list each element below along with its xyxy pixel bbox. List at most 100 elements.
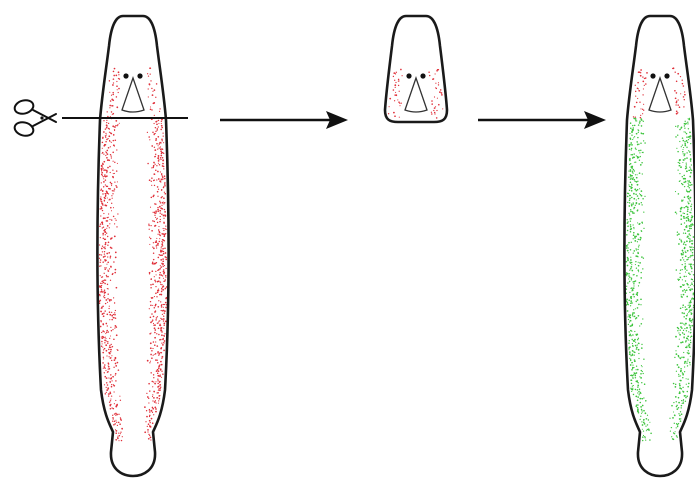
stain-dot xyxy=(683,159,685,161)
stain-dot xyxy=(634,162,635,163)
stain-dot xyxy=(115,120,117,122)
stain-dot xyxy=(106,387,107,388)
stain-dot xyxy=(106,157,108,159)
stain-dot xyxy=(102,148,103,149)
stain-dot xyxy=(680,323,681,324)
stain-dot xyxy=(640,72,641,73)
right-eye-icon xyxy=(137,73,142,78)
stain-dot xyxy=(115,357,117,359)
stain-dot xyxy=(628,347,630,349)
stain-dot xyxy=(160,219,161,220)
stain-dot xyxy=(691,164,692,165)
stain-dot xyxy=(637,404,639,406)
stain-dot xyxy=(99,266,100,267)
stain-dot xyxy=(637,210,639,212)
stain-dot xyxy=(163,235,165,237)
stain-dot xyxy=(120,432,121,433)
stain-dot xyxy=(120,433,121,434)
stain-dot xyxy=(678,99,679,100)
stain-dot xyxy=(675,72,676,73)
stain-dot xyxy=(103,349,104,350)
stain-dot xyxy=(684,261,685,262)
stain-dot xyxy=(116,430,118,432)
stain-dot xyxy=(161,274,163,276)
stain-dot xyxy=(151,197,153,199)
stain-dot xyxy=(161,358,162,359)
stain-dot xyxy=(163,228,164,229)
stain-dot xyxy=(165,252,167,254)
stain-dot xyxy=(150,316,152,318)
stain-dot xyxy=(677,112,678,113)
stain-dot xyxy=(118,92,119,93)
stain-dot xyxy=(637,292,639,294)
stain-dot xyxy=(154,354,155,355)
stain-dot xyxy=(114,188,115,189)
stain-dot xyxy=(105,370,106,371)
stain-dot xyxy=(690,172,692,174)
stain-dot xyxy=(642,113,643,114)
stain-dot xyxy=(628,275,630,277)
stain-dot xyxy=(157,316,158,317)
stain-dot xyxy=(112,421,113,422)
stain-dot xyxy=(637,385,639,387)
stain-dot xyxy=(684,91,685,92)
stain-dot xyxy=(106,382,107,383)
stain-dot xyxy=(686,220,688,222)
stain-dot xyxy=(639,394,640,395)
stain-dot xyxy=(686,226,688,228)
stain-dot xyxy=(152,422,154,424)
stain-dot xyxy=(629,353,631,355)
stain-dot xyxy=(106,377,108,379)
stain-dot xyxy=(689,167,690,168)
stain-dot xyxy=(109,128,110,129)
stain-dot xyxy=(640,75,642,77)
stain-dot xyxy=(688,238,689,239)
stain-dot xyxy=(684,222,685,223)
stain-dot xyxy=(163,222,164,223)
stain-dot xyxy=(103,176,104,177)
stain-dot xyxy=(111,355,112,356)
stain-dot xyxy=(636,190,638,192)
stain-dot xyxy=(155,154,156,155)
stain-dot xyxy=(675,396,677,398)
stain-dot xyxy=(635,261,636,262)
stain-dot xyxy=(108,308,109,309)
stain-dot xyxy=(679,334,681,336)
stain-dot xyxy=(155,156,156,157)
stain-dot xyxy=(690,364,691,365)
stain-dot xyxy=(673,383,675,385)
stain-dot xyxy=(686,270,687,271)
stain-dot xyxy=(684,276,686,278)
stain-dot xyxy=(441,92,443,94)
stain-dot xyxy=(114,223,115,224)
stain-dot xyxy=(627,282,629,284)
stain-dot xyxy=(115,139,117,141)
stain-dot xyxy=(684,94,686,96)
stain-dot xyxy=(678,423,679,424)
stain-dot xyxy=(630,226,632,228)
stain-dot xyxy=(641,204,642,205)
stain-dot xyxy=(119,435,120,436)
stain-dot xyxy=(148,423,150,425)
stain-dot xyxy=(678,366,680,368)
stain-dot xyxy=(114,181,115,182)
stain-dot xyxy=(632,157,633,158)
stain-dot xyxy=(686,240,688,242)
stain-dot xyxy=(677,151,679,153)
stain-dot xyxy=(102,347,103,348)
stain-dot xyxy=(680,420,682,422)
stain-dot xyxy=(106,275,107,276)
stain-dot xyxy=(101,170,102,171)
stain-dot xyxy=(105,128,106,129)
stain-dot xyxy=(159,147,160,148)
stain-dot xyxy=(688,263,689,264)
regenerated-stain-dots xyxy=(625,67,694,441)
stain-dot xyxy=(678,413,679,414)
stain-dot xyxy=(648,419,649,420)
stain-dot xyxy=(640,142,641,143)
stain-dot xyxy=(629,269,630,270)
original-worm xyxy=(98,16,169,476)
stain-dot xyxy=(158,400,159,401)
stain-dot xyxy=(165,229,166,230)
stain-dot xyxy=(691,219,692,220)
